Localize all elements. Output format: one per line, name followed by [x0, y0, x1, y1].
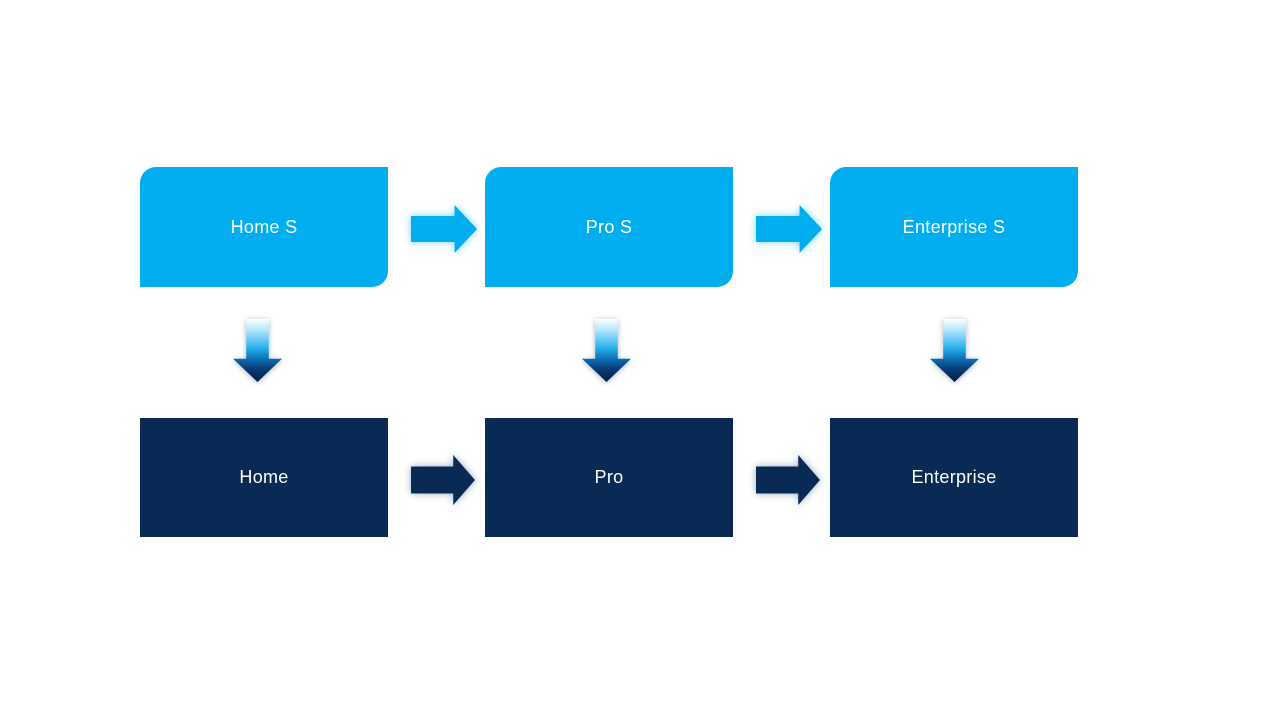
node-pro-s: Pro S	[485, 167, 733, 287]
node-enterprise: Enterprise	[830, 418, 1078, 537]
right-arrow-shape	[756, 205, 822, 253]
node-enterprise-s: Enterprise S	[830, 167, 1078, 287]
right-arrow-icon	[411, 455, 475, 505]
node-home-label: Home	[239, 467, 289, 487]
down-arrow-icon	[233, 319, 282, 382]
node-pro: Pro	[485, 418, 733, 537]
node-pro-s-label: Pro S	[585, 216, 633, 237]
node-enterprise-label: Enterprise	[911, 467, 997, 487]
down-arrow-icon	[582, 319, 631, 382]
down-arrow-shape	[233, 319, 282, 382]
right-arrow-shape	[411, 205, 477, 253]
down-arrow-shape	[582, 319, 631, 382]
down-arrow-shape	[930, 319, 979, 382]
node-pro-label: Pro	[594, 467, 624, 487]
node-home: Home	[140, 418, 388, 537]
right-arrow-icon	[756, 205, 822, 253]
node-home-s-label: Home S	[230, 216, 298, 237]
right-arrow-icon	[411, 205, 477, 253]
right-arrow-shape	[756, 455, 820, 505]
right-arrow-icon	[756, 455, 820, 505]
node-home-s: Home S	[140, 167, 388, 287]
node-enterprise-s-label: Enterprise S	[902, 216, 1006, 237]
right-arrow-shape	[411, 455, 475, 505]
down-arrow-icon	[930, 319, 979, 382]
